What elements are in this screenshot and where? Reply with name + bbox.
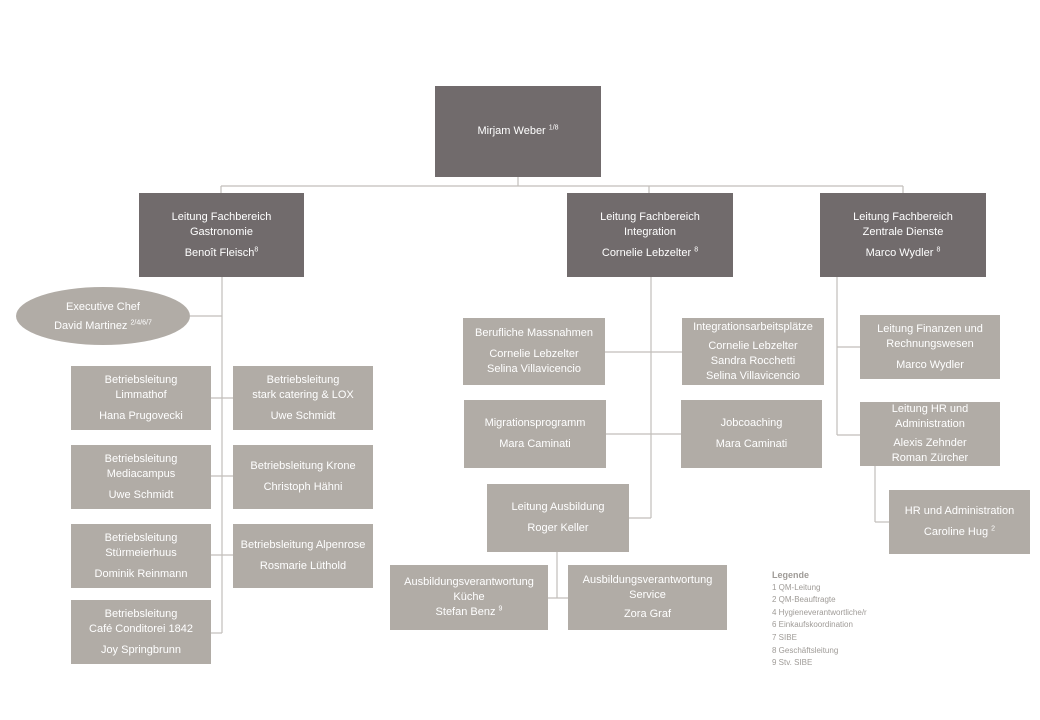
person-name: Zora Graf bbox=[623, 608, 672, 620]
box-line: Jobcoaching bbox=[720, 417, 783, 429]
box-mirjam-weber: Mirjam Weber 1/8 bbox=[435, 86, 601, 177]
person-name: Selina Villavicencio bbox=[487, 363, 581, 375]
role-superscript: 8 bbox=[694, 245, 699, 253]
box-line: Migrationsprogramm bbox=[484, 417, 586, 429]
box-line: Gastronomie bbox=[190, 225, 253, 238]
box-betriebsleitung-limmathof: Betriebsleitung Limmathof Hana Prugoveck… bbox=[71, 366, 211, 430]
box-integrationsarbeitsplaetze: Integrationsarbeitsplätze Cornelie Lebze… bbox=[682, 318, 824, 385]
person-name: Mirjam Weber bbox=[477, 125, 546, 137]
box-line: Administration bbox=[895, 418, 965, 430]
box-line: Service bbox=[629, 589, 666, 601]
box-berufliche-massnahmen: Berufliche Massnahmen Cornelie Lebzelter… bbox=[463, 318, 605, 385]
person-name: Sandra Rocchetti bbox=[710, 354, 796, 367]
box-line: Café Conditorei 1842 bbox=[89, 622, 193, 635]
box-line: Leitung Ausbildung bbox=[511, 501, 605, 513]
box-line: Betriebsleitung Krone bbox=[250, 460, 356, 472]
person-name: Caroline Hug bbox=[923, 526, 989, 538]
box-line: Betriebsleitung bbox=[104, 531, 178, 544]
box-leitung-finanzen: Leitung Finanzen und Rechnungswesen Marc… bbox=[860, 315, 1000, 379]
box-leitung-gastronomie: Leitung Fachbereich Gastronomie Benoît F… bbox=[139, 193, 304, 277]
box-ausbildungsverantwortung-kueche: Ausbildungsverantwortung Küche Stefan Be… bbox=[390, 565, 548, 630]
box-line: Rechnungswesen bbox=[886, 337, 974, 350]
person-name: Hana Prugovecki bbox=[99, 409, 183, 422]
box-line: Betriebsleitung bbox=[266, 373, 340, 386]
box-line: Leitung Fachbereich bbox=[171, 210, 272, 223]
box-line: Betriebsleitung Alpenrose bbox=[240, 539, 366, 551]
box-betriebsleitung-stark-catering: Betriebsleitung stark catering & LOX Uwe… bbox=[233, 366, 373, 430]
person-name: Marco Wydler bbox=[865, 246, 934, 259]
box-line: Integration bbox=[624, 225, 676, 238]
legend-title: Legende bbox=[772, 570, 810, 580]
role-superscript: 2/4/6/7 bbox=[130, 318, 152, 326]
person-name: Marco Wydler bbox=[896, 358, 964, 371]
box-betriebsleitung-alpenrose: Betriebsleitung Alpenrose Rosmarie Lütho… bbox=[233, 524, 373, 588]
role-superscript: 8 bbox=[254, 245, 259, 253]
box-betriebsleitung-krone: Betriebsleitung Krone Christoph Hähni bbox=[233, 445, 373, 509]
box-line: Betriebsleitung bbox=[104, 607, 178, 620]
person-name: Joy Springbrunn bbox=[100, 643, 182, 656]
role-superscript: 2 bbox=[991, 525, 996, 533]
box-line: Limmathof bbox=[115, 388, 167, 401]
box-betriebsleitung-stuermeierhuus: Betriebsleitung Stürmeierhuus Dominik Re… bbox=[71, 524, 211, 588]
box-line: Betriebsleitung bbox=[104, 452, 178, 465]
legend-item: 7 SIBE bbox=[772, 632, 797, 642]
box-migrationsprogramm: Migrationsprogramm Mara Caminati bbox=[464, 400, 606, 468]
box-line: Ausbildungsverantwortung bbox=[404, 576, 534, 588]
box-leitung-zentrale-dienste: Leitung Fachbereich Zentrale Dienste Mar… bbox=[820, 193, 986, 277]
box-line: Stürmeierhuus bbox=[105, 546, 177, 559]
box-line: Berufliche Massnahmen bbox=[474, 327, 593, 339]
box-line: stark catering & LOX bbox=[252, 388, 354, 401]
legend-item: 8 Geschäftsleitung bbox=[772, 645, 839, 655]
person-name: Cornelie Lebzelter bbox=[489, 348, 579, 360]
person-name: Christoph Hähni bbox=[263, 481, 343, 493]
box-line: Executive Chef bbox=[66, 300, 140, 313]
person-name: Mara Caminati bbox=[499, 438, 571, 450]
legend-item: 1 QM-Leitung bbox=[772, 582, 821, 592]
box-ausbildungsverantwortung-service: Ausbildungsverantwortung Service Zora Gr… bbox=[568, 565, 727, 630]
person-name: Cornelie Lebzelter bbox=[601, 246, 692, 259]
box-leitung-integration: Leitung Fachbereich Integration Cornelie… bbox=[567, 193, 733, 277]
person-name: Selina Villavicencio bbox=[706, 369, 800, 382]
box-line: Betriebsleitung bbox=[104, 373, 178, 386]
box-line: Leitung Fachbereich bbox=[853, 210, 953, 223]
person-name: Cornelie Lebzelter bbox=[708, 339, 798, 352]
person-name: Alexis Zehnder bbox=[893, 437, 967, 449]
box-line: Leitung Finanzen und bbox=[877, 322, 983, 335]
person-name: Benoît Fleisch bbox=[184, 246, 255, 259]
oval-executive-chef: Executive Chef David Martinez 2/4/6/7 bbox=[16, 287, 190, 345]
role-superscript: 9 bbox=[498, 605, 503, 613]
person-name: David Martinez bbox=[54, 319, 128, 332]
box-leitung-ausbildung: Leitung Ausbildung Roger Keller bbox=[487, 484, 629, 552]
box-betriebsleitung-mediacampus: Betriebsleitung Mediacampus Uwe Schmidt bbox=[71, 445, 211, 509]
person-name: Mara Caminati bbox=[715, 438, 788, 450]
role-superscript: 8 bbox=[936, 245, 941, 253]
box-line: HR und Administration bbox=[904, 505, 1015, 517]
box-line: Leitung HR und bbox=[891, 403, 969, 415]
legend-item: 2 QM-Beauftragte bbox=[772, 595, 836, 605]
person-name: Uwe Schmidt bbox=[108, 488, 174, 501]
person-name: Roger Keller bbox=[527, 522, 589, 534]
box-betriebsleitung-conditorei: Betriebsleitung Café Conditorei 1842 Joy… bbox=[71, 600, 211, 664]
box-line: Mediacampus bbox=[106, 467, 176, 480]
person-name: Rosmarie Lüthold bbox=[259, 560, 347, 572]
box-leitung-hr-administration: Leitung HR und Administration Alexis Zeh… bbox=[860, 402, 1000, 466]
box-hr-und-administration: HR und Administration Caroline Hug 2 bbox=[889, 490, 1030, 554]
box-line: Leitung Fachbereich bbox=[600, 210, 700, 223]
legend: Legende 1 QM-Leitung 2 QM-Beauftragte 4 … bbox=[772, 569, 867, 670]
person-name: Stefan Benz bbox=[435, 606, 496, 618]
box-line: Zentrale Dienste bbox=[862, 225, 944, 238]
box-line: Küche bbox=[453, 591, 485, 603]
legend-item: 4 Hygieneverantwortliche/r bbox=[772, 607, 867, 617]
box-line: Integrationsarbeitsplätze bbox=[693, 320, 813, 333]
box-line: Ausbildungsverantwortung bbox=[582, 574, 713, 586]
legend-item: 9 Stv. SIBE bbox=[772, 658, 813, 668]
person-name: Uwe Schmidt bbox=[270, 409, 336, 422]
box-jobcoaching: Jobcoaching Mara Caminati bbox=[681, 400, 822, 468]
legend-item: 6 Einkaufskoordination bbox=[772, 620, 853, 630]
person-name: Dominik Reinmann bbox=[94, 567, 188, 580]
role-superscript: 1/8 bbox=[548, 124, 559, 132]
person-name: Roman Zürcher bbox=[891, 452, 969, 464]
